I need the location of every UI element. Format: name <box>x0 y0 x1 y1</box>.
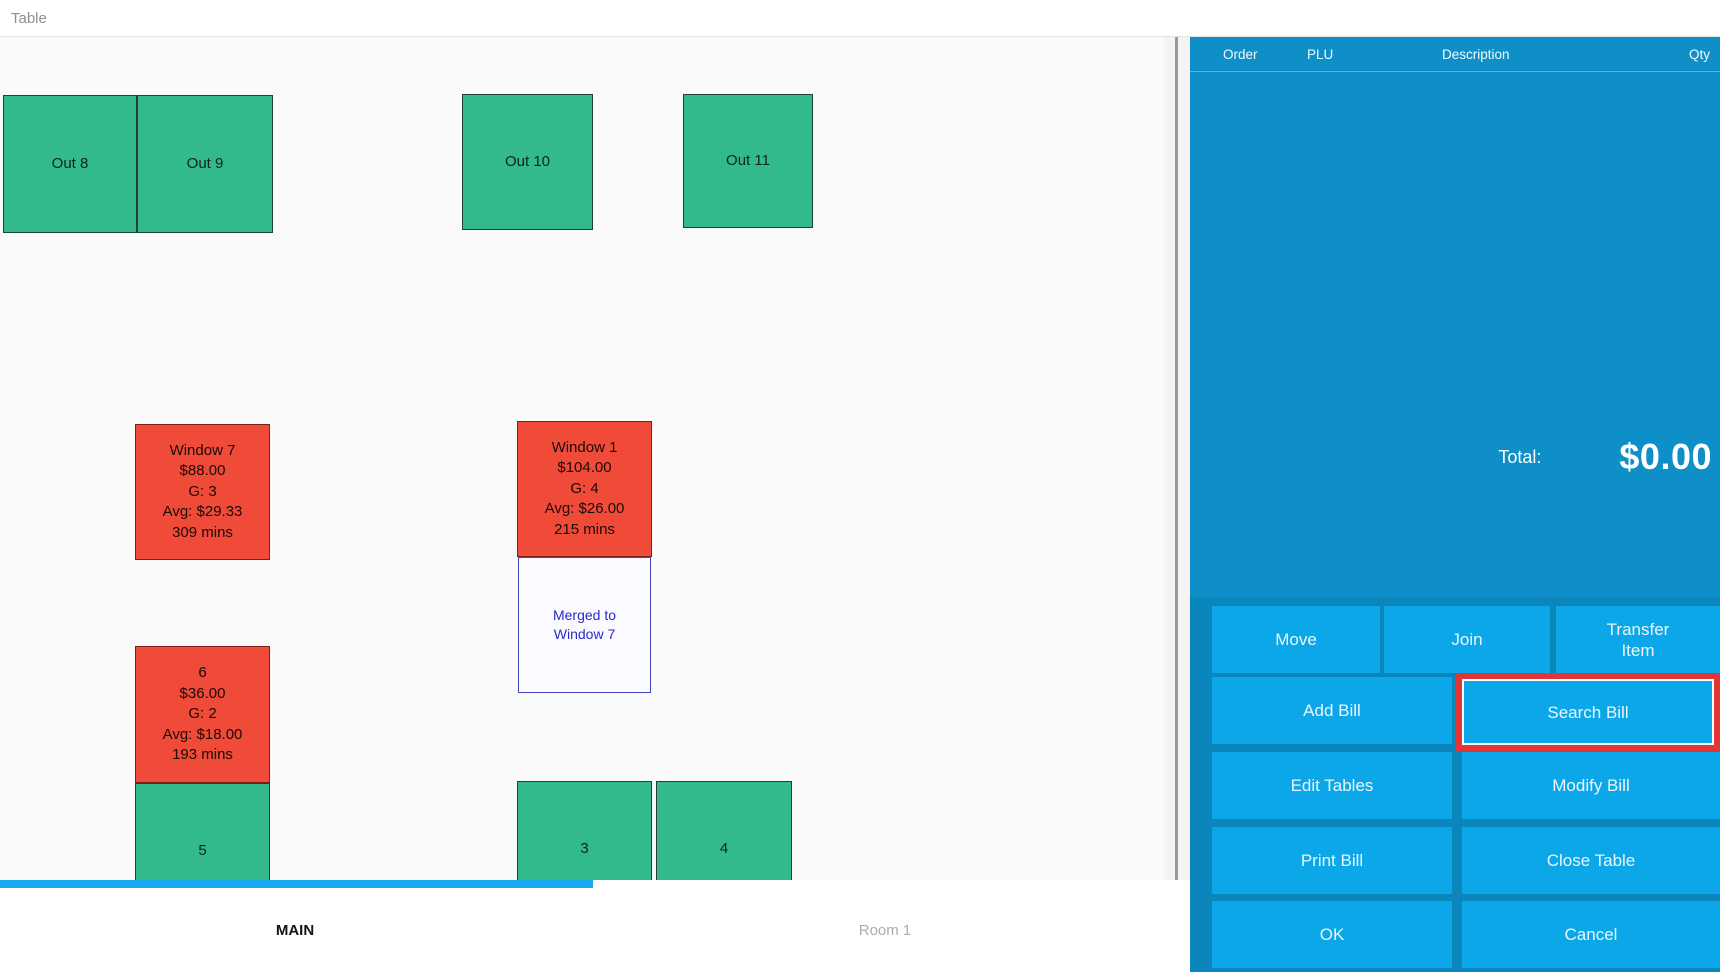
table-label-line: Out 8 <box>51 154 89 172</box>
table-label-line: G: 4 <box>570 479 599 497</box>
table-label-line: Out 9 <box>186 154 224 172</box>
join-button[interactable]: Join <box>1384 606 1550 673</box>
order-list-header: Order PLU Description Qty <box>1190 37 1720 72</box>
page-title: Table <box>11 9 47 27</box>
horizontal-scrollbar-thumb[interactable] <box>0 880 593 888</box>
tab-room-1[interactable]: Room 1 <box>858 921 912 939</box>
tab-main[interactable]: MAIN <box>275 921 315 939</box>
table-label-line: Out 10 <box>504 152 551 170</box>
table-label-line: Window 1 <box>551 438 618 456</box>
column-header-description: Description <box>1442 47 1510 62</box>
table-label-line: G: 3 <box>188 482 217 500</box>
transfer-item-button[interactable]: Transfer Item <box>1556 606 1720 673</box>
table-label-line: 193 mins <box>172 746 233 764</box>
floor-table-table-3[interactable]: 3 <box>517 781 652 880</box>
add-bill-button[interactable]: Add Bill <box>1212 677 1452 744</box>
vertical-scrollbar-thumb[interactable] <box>1175 37 1178 880</box>
column-header-order: Order <box>1223 47 1258 62</box>
floor-plan: Out 8 Out 9 Out 10 Out 11 Window 7 $88.00 G: 3… <box>0 37 1164 880</box>
order-list-area: Order PLU Description Qty Total: $0.00 <box>1190 37 1720 597</box>
edit-tables-button[interactable]: Edit Tables <box>1212 752 1452 819</box>
modify-bill-button[interactable]: Modify Bill <box>1462 752 1720 819</box>
window-titlebar: Table <box>0 0 1720 37</box>
total-label: Total: <box>1498 446 1542 467</box>
table-label-line: 309 mins <box>172 523 233 541</box>
floor-table-out-10[interactable]: Out 10 <box>462 94 593 230</box>
floor-table-table-5[interactable]: 5 <box>135 783 270 880</box>
floor-table-merged-to-window-7[interactable]: Merged to Window 7 <box>518 557 651 693</box>
floor-table-out-11[interactable]: Out 11 <box>683 94 813 228</box>
floor-table-table-4[interactable]: 4 <box>656 781 792 880</box>
table-label-line: 5 <box>198 842 207 860</box>
search-bill-highlight-border: Search Bill <box>1456 673 1720 751</box>
floor-table-window-7[interactable]: Window 7 $88.00 G: 3 Avg: $29.33 309 mins <box>135 424 270 560</box>
move-button[interactable]: Move <box>1212 606 1380 673</box>
cancel-button[interactable]: Cancel <box>1462 901 1720 968</box>
table-label-line: 215 mins <box>554 520 615 538</box>
print-bill-button[interactable]: Print Bill <box>1212 827 1452 894</box>
room-tab-bar: MAIN Room 1 <box>0 888 1190 972</box>
table-label-line: 6 <box>198 664 207 682</box>
table-label-line: 4 <box>719 840 729 858</box>
table-label-line: Window 7 <box>553 626 616 642</box>
vertical-scrollbar-track[interactable] <box>1164 37 1190 880</box>
table-label-line: Out 11 <box>726 151 770 169</box>
table-label-line: G: 2 <box>188 705 217 723</box>
total-row: Total: $0.00 <box>1190 429 1720 485</box>
table-label-line: Merged to <box>552 607 617 623</box>
column-header-plu: PLU <box>1307 47 1334 62</box>
table-label-line: 3 <box>580 840 589 858</box>
floor-table-table-6[interactable]: 6 $36.00 G: 2 Avg: $18.00 193 mins <box>135 646 270 783</box>
table-label-line: Window 7 <box>169 441 236 459</box>
table-label-line: Avg: $26.00 <box>544 500 625 518</box>
table-label-line: $36.00 <box>179 684 226 702</box>
table-label-line: Avg: $18.00 <box>162 725 243 743</box>
floor-table-window-1[interactable]: Window 1 $104.00 G: 4 Avg: $26.00 215 mins <box>517 421 652 557</box>
ok-button[interactable]: OK <box>1212 901 1452 968</box>
floor-table-out-9[interactable]: Out 9 <box>137 95 273 233</box>
order-panel: Order PLU Description Qty Total: $0.00 M… <box>1190 37 1720 972</box>
floor-table-out-8[interactable]: Out 8 <box>3 95 137 233</box>
column-header-qty: Qty <box>1688 47 1710 62</box>
search-bill-button[interactable]: Search Bill <box>1462 679 1714 745</box>
close-table-button[interactable]: Close Table <box>1462 827 1720 894</box>
table-label-line: $88.00 <box>179 462 226 480</box>
table-label-line: Avg: $29.33 <box>162 503 243 521</box>
table-label-line: $104.00 <box>557 459 612 477</box>
total-value: $0.00 <box>1619 436 1712 477</box>
